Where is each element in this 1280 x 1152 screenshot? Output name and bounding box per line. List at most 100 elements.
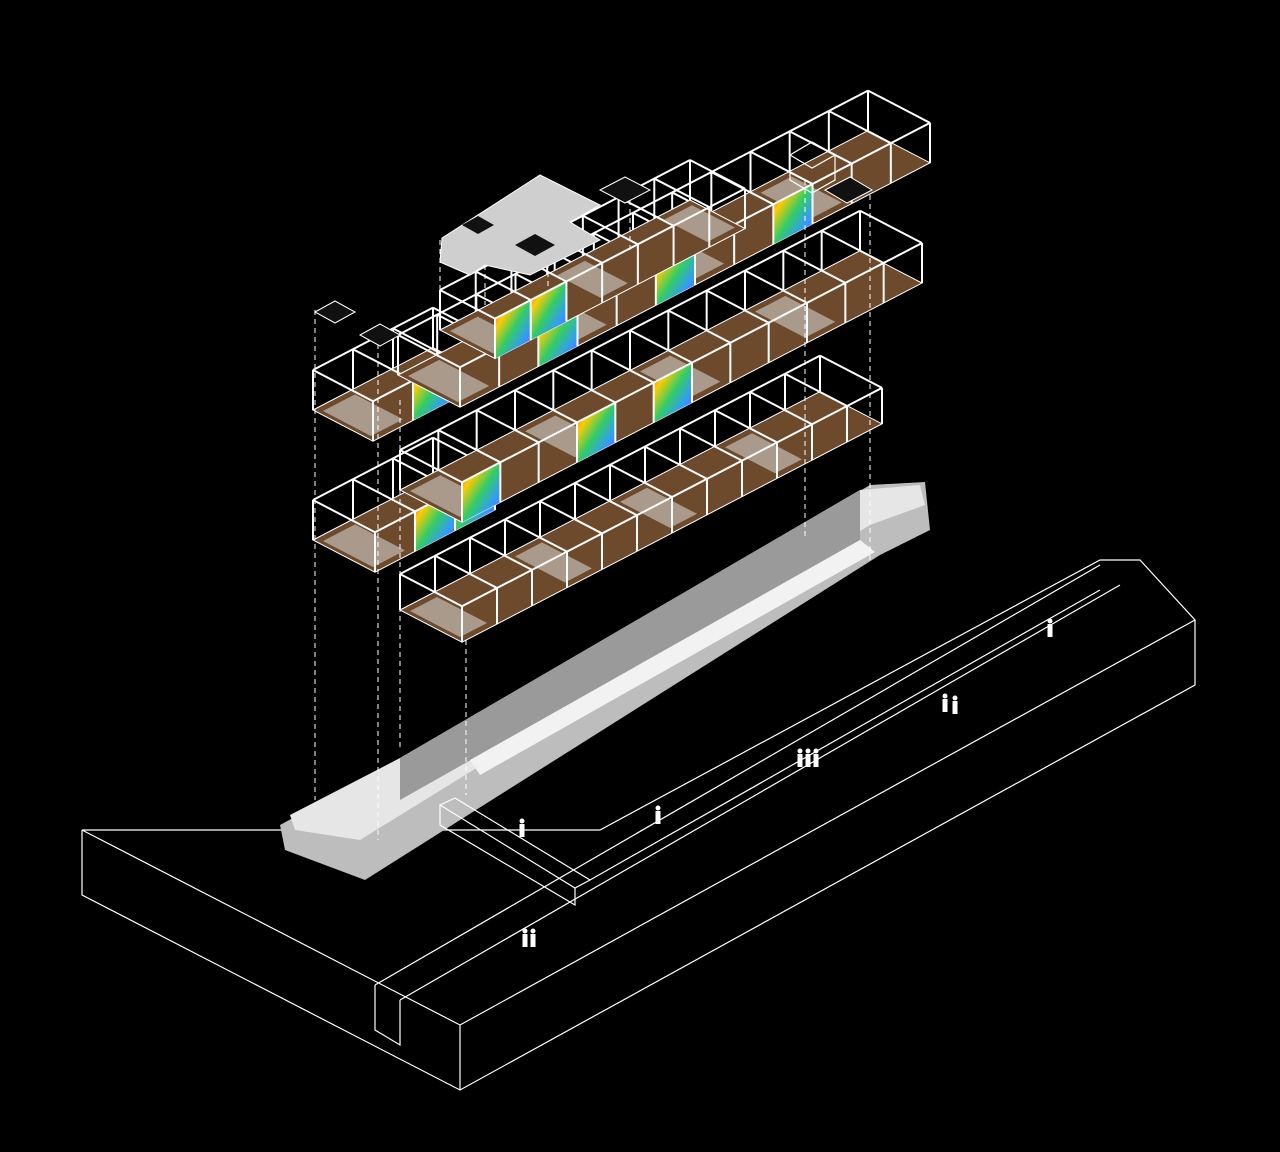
person-head — [805, 748, 811, 754]
person-body — [655, 811, 661, 824]
people — [519, 618, 1053, 947]
person-figure — [519, 818, 525, 837]
promenade-line — [374, 564, 1101, 986]
frame-beam — [582, 214, 639, 246]
person-figure — [952, 695, 958, 714]
frame-beam — [469, 536, 533, 571]
person-head — [952, 695, 958, 701]
hull-inner-deck — [470, 540, 875, 775]
frame-beam — [437, 429, 501, 464]
person-body — [952, 701, 958, 714]
person-body — [522, 934, 528, 947]
person-body — [942, 699, 948, 712]
roof-plate — [313, 174, 652, 347]
frame-beam — [609, 463, 673, 498]
frame-top-rail — [399, 209, 861, 451]
hull-bulwark-railing — [400, 490, 860, 800]
cube-edges — [789, 154, 836, 169]
person-head — [530, 928, 536, 934]
cube-module — [789, 141, 874, 204]
roof-surface — [439, 174, 602, 276]
interior-partition — [755, 295, 836, 338]
person-figure — [655, 805, 661, 824]
frame-beam — [689, 159, 746, 190]
frame-beam — [539, 500, 603, 535]
cube-skylight — [823, 176, 874, 204]
frame-beam — [312, 369, 374, 403]
frame-beam — [667, 309, 731, 344]
interior-partition — [323, 524, 405, 568]
frame-beam — [397, 334, 461, 369]
frame-beam — [744, 269, 808, 304]
frame-beam — [352, 478, 416, 513]
quay-slab — [81, 559, 1196, 1091]
frame-beam — [644, 445, 708, 480]
frame-top-rail — [461, 242, 923, 484]
frame-beam — [514, 389, 578, 424]
person-body — [797, 754, 803, 767]
frame-beam — [552, 369, 616, 404]
person-figure — [1047, 618, 1053, 637]
walkway-line — [589, 589, 1101, 881]
person-head — [522, 928, 528, 934]
person-body — [530, 934, 536, 947]
person-figure — [530, 928, 536, 947]
frame-beam — [749, 391, 813, 426]
interior-partition — [408, 359, 490, 403]
person-head — [519, 818, 525, 824]
frame-beam — [574, 482, 638, 517]
frame-beam — [819, 354, 883, 389]
person-body — [519, 824, 525, 837]
frame-beam — [679, 427, 743, 462]
frame-beam — [475, 270, 532, 301]
frame-top-rail — [461, 386, 883, 608]
frame-beam — [399, 573, 463, 608]
person-figure — [797, 748, 803, 767]
gangway-bridge — [438, 797, 592, 889]
frame-beam — [476, 409, 540, 444]
ship-hull — [280, 482, 930, 880]
person-body — [813, 754, 819, 767]
frame-beam — [706, 289, 770, 324]
skylight — [598, 176, 652, 204]
frame-beam — [782, 249, 846, 284]
frame-top-rail — [312, 436, 434, 501]
rainbow-facade-panel — [773, 183, 813, 245]
promenade-line — [399, 584, 1121, 1001]
person-figure — [942, 693, 948, 712]
frame-beam — [629, 329, 693, 364]
skylight — [358, 323, 402, 347]
frame-top-rail — [494, 187, 746, 320]
person-head — [655, 805, 661, 811]
skylight — [313, 300, 357, 324]
interior-partition — [725, 433, 802, 474]
person-body — [805, 754, 811, 767]
frame-top-rail — [399, 354, 821, 575]
interior-partition — [557, 260, 628, 298]
person-figure — [805, 748, 811, 767]
frame-beam — [399, 449, 463, 484]
gangway-rail — [439, 805, 576, 907]
person-body — [1047, 624, 1053, 637]
frame-beam — [750, 150, 813, 185]
interior-partition — [664, 205, 735, 242]
frame-beam — [591, 349, 655, 384]
frame-beam — [653, 177, 710, 209]
frame-beam — [439, 289, 496, 320]
interior-partition — [323, 394, 403, 436]
interior-partition — [620, 487, 697, 528]
person-figure — [813, 748, 819, 767]
frame-beam — [821, 229, 885, 264]
interior-partition — [515, 542, 592, 583]
frame-beam — [859, 209, 923, 244]
alignment-lines — [314, 180, 871, 840]
frame-beam — [828, 110, 892, 145]
stair-cut — [374, 985, 401, 1047]
interior-partition — [410, 597, 487, 638]
person-head — [813, 748, 819, 754]
cube-frame — [789, 141, 836, 194]
frame-beam — [504, 518, 568, 553]
frame-beam — [867, 89, 931, 124]
